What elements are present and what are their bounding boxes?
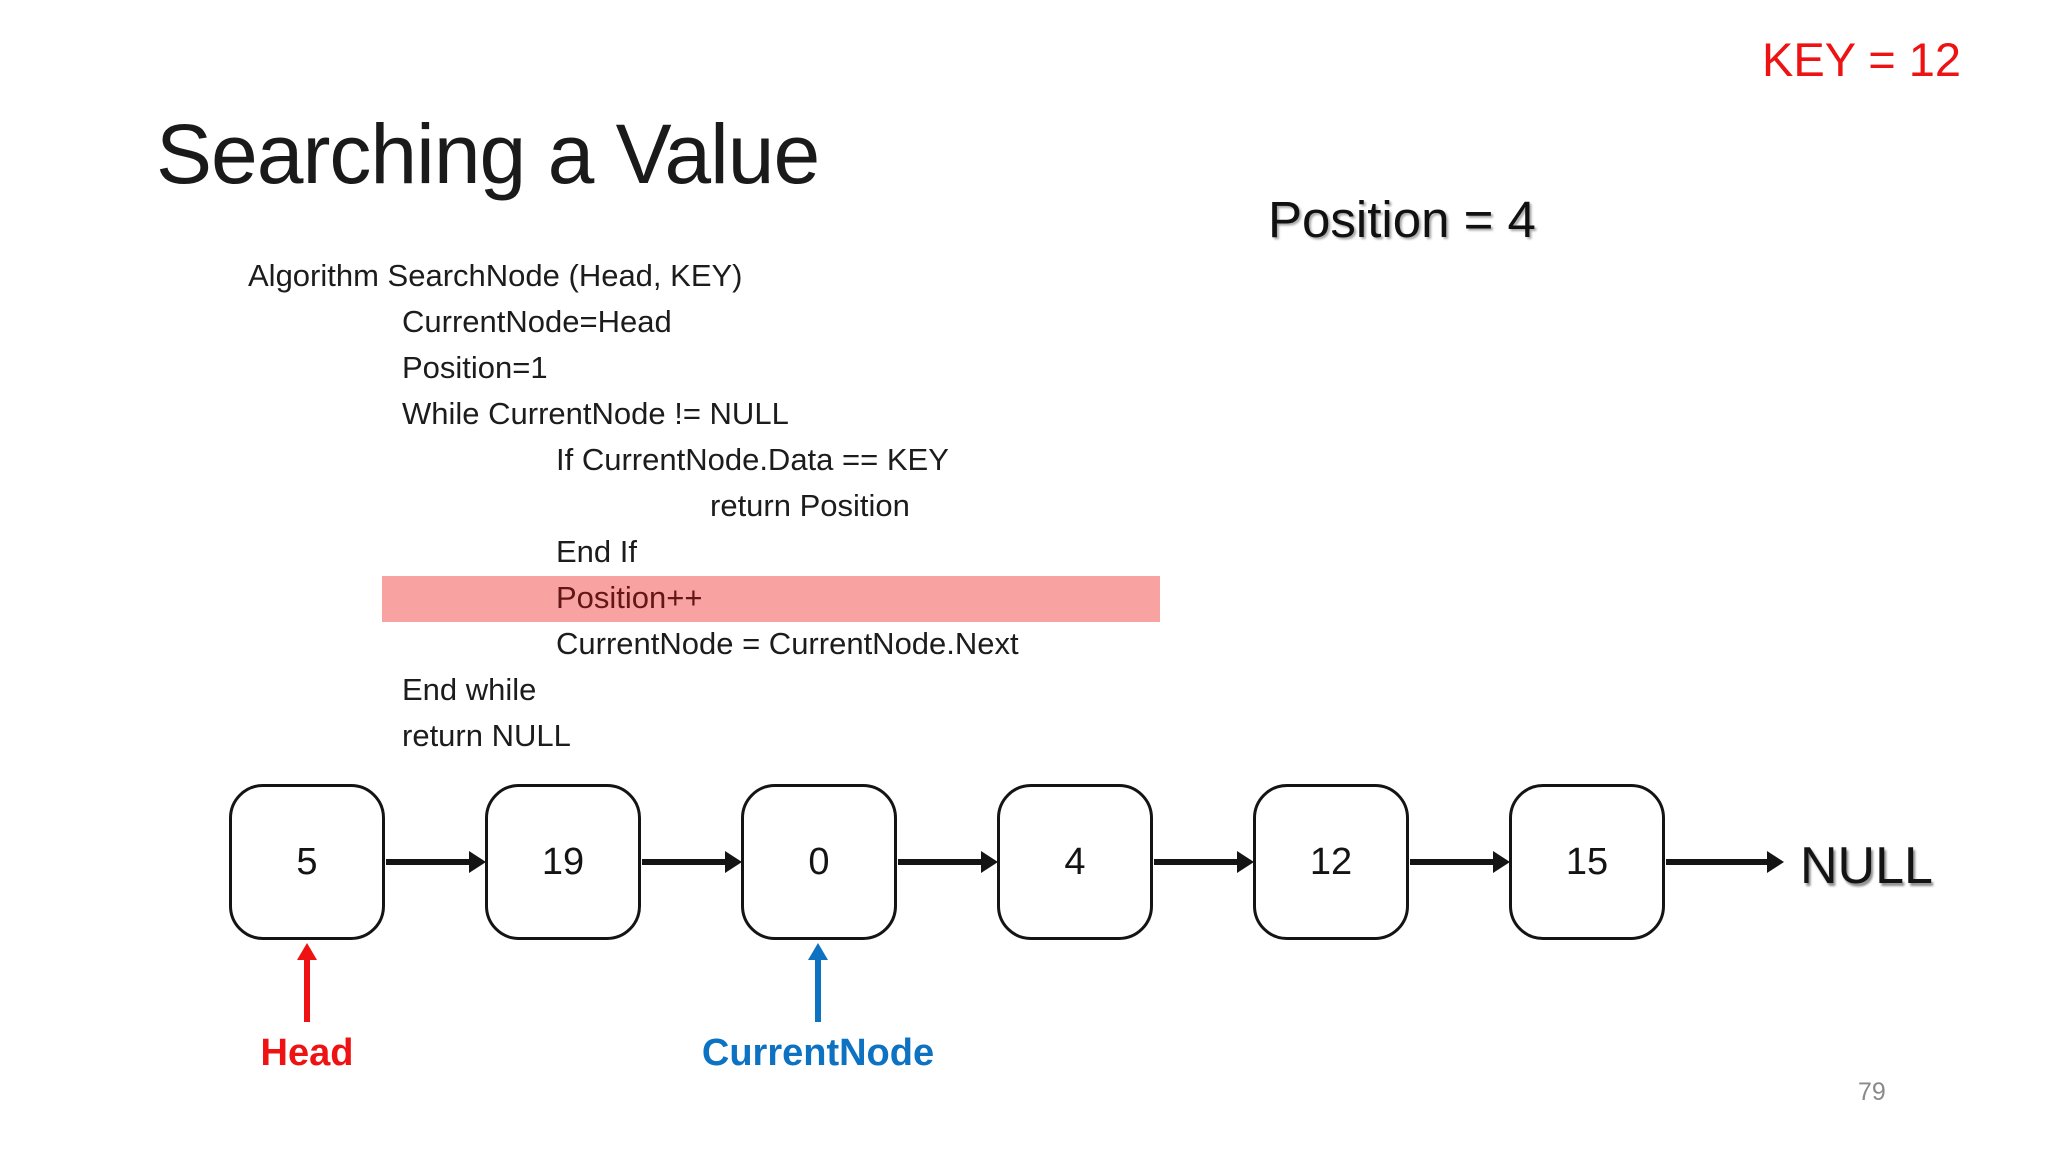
next-pointer-arrow-icon bbox=[386, 851, 486, 873]
code-line: CurrentNode = CurrentNode.Next bbox=[556, 626, 1019, 661]
pseudocode-block: Algorithm SearchNode (Head, KEY) Current… bbox=[248, 253, 1348, 759]
key-annotation: KEY = 12 bbox=[1762, 33, 1962, 86]
page-number: 79 bbox=[1858, 1078, 1886, 1106]
head-pointer-label: Head bbox=[260, 1032, 354, 1074]
next-pointer-arrow-icon bbox=[642, 851, 742, 873]
next-pointer-arrow-icon bbox=[1154, 851, 1254, 873]
code-line: return Position bbox=[710, 488, 910, 523]
code-line: Position=1 bbox=[402, 350, 548, 385]
current-node-pointer-label: CurrentNode bbox=[701, 1032, 935, 1074]
page-title: Searching a Value bbox=[156, 107, 820, 201]
next-pointer-arrow-icon bbox=[1666, 851, 1784, 873]
highlight-bar bbox=[382, 576, 1160, 622]
code-line: End while bbox=[402, 672, 537, 707]
code-line: Algorithm SearchNode (Head, KEY) bbox=[248, 258, 743, 293]
list-node: 12 bbox=[1253, 784, 1409, 940]
code-line: return NULL bbox=[402, 718, 571, 753]
null-terminator-label: NULL bbox=[1800, 837, 1933, 895]
code-line: End If bbox=[556, 534, 637, 569]
list-node: 4 bbox=[997, 784, 1153, 940]
code-line: If CurrentNode.Data == KEY bbox=[556, 442, 949, 477]
code-line: While CurrentNode != NULL bbox=[402, 396, 789, 431]
position-annotation: Position = 4 bbox=[1268, 191, 1536, 248]
list-node: 19 bbox=[485, 784, 641, 940]
head-pointer-arrow-icon bbox=[297, 943, 317, 1022]
next-pointer-arrow-icon bbox=[898, 851, 998, 873]
code-line: CurrentNode=Head bbox=[402, 304, 672, 339]
code-line-highlighted: Position++ bbox=[248, 575, 1348, 622]
current-node-pointer-arrow-icon bbox=[808, 943, 828, 1022]
list-node: 15 bbox=[1509, 784, 1665, 940]
next-pointer-arrow-icon bbox=[1410, 851, 1510, 873]
list-node: 0 bbox=[741, 784, 897, 940]
list-node: 5 bbox=[229, 784, 385, 940]
